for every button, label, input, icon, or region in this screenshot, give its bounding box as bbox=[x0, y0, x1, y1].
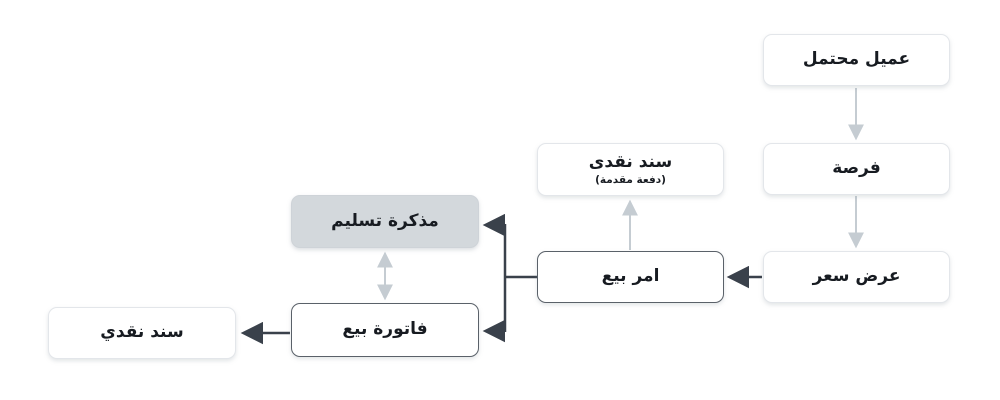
node-delivery-note-label: مذكرة تسليم bbox=[331, 210, 439, 231]
node-quotation: عرض سعر bbox=[763, 251, 950, 303]
node-cash-receipt-label: سند نقدي bbox=[100, 322, 184, 343]
node-quotation-label: عرض سعر bbox=[812, 266, 901, 287]
node-cash-receipt: سند نقدي bbox=[48, 307, 236, 359]
node-prospect-label: عميل محتمل bbox=[802, 49, 911, 70]
node-delivery-note: مذكرة تسليم bbox=[291, 195, 479, 248]
node-advance-cash-receipt-label: سند نقدى bbox=[588, 152, 673, 173]
node-sales-order-label: امر بيع bbox=[601, 266, 660, 287]
node-sales-invoice: فاتورة بيع bbox=[291, 303, 479, 357]
node-sales-invoice-label: فاتورة بيع bbox=[342, 319, 428, 340]
node-sales-order: امر بيع bbox=[537, 251, 724, 303]
node-prospect: عميل محتمل bbox=[763, 34, 950, 86]
node-advance-cash-receipt-sublabel: (دفعة مقدمة) bbox=[595, 173, 666, 186]
node-opportunity: فرصة bbox=[763, 143, 950, 195]
node-opportunity-label: فرصة bbox=[832, 158, 881, 179]
connector-sales-order-branch bbox=[503, 224, 538, 332]
node-advance-cash-receipt: سند نقدى (دفعة مقدمة) bbox=[537, 143, 724, 196]
